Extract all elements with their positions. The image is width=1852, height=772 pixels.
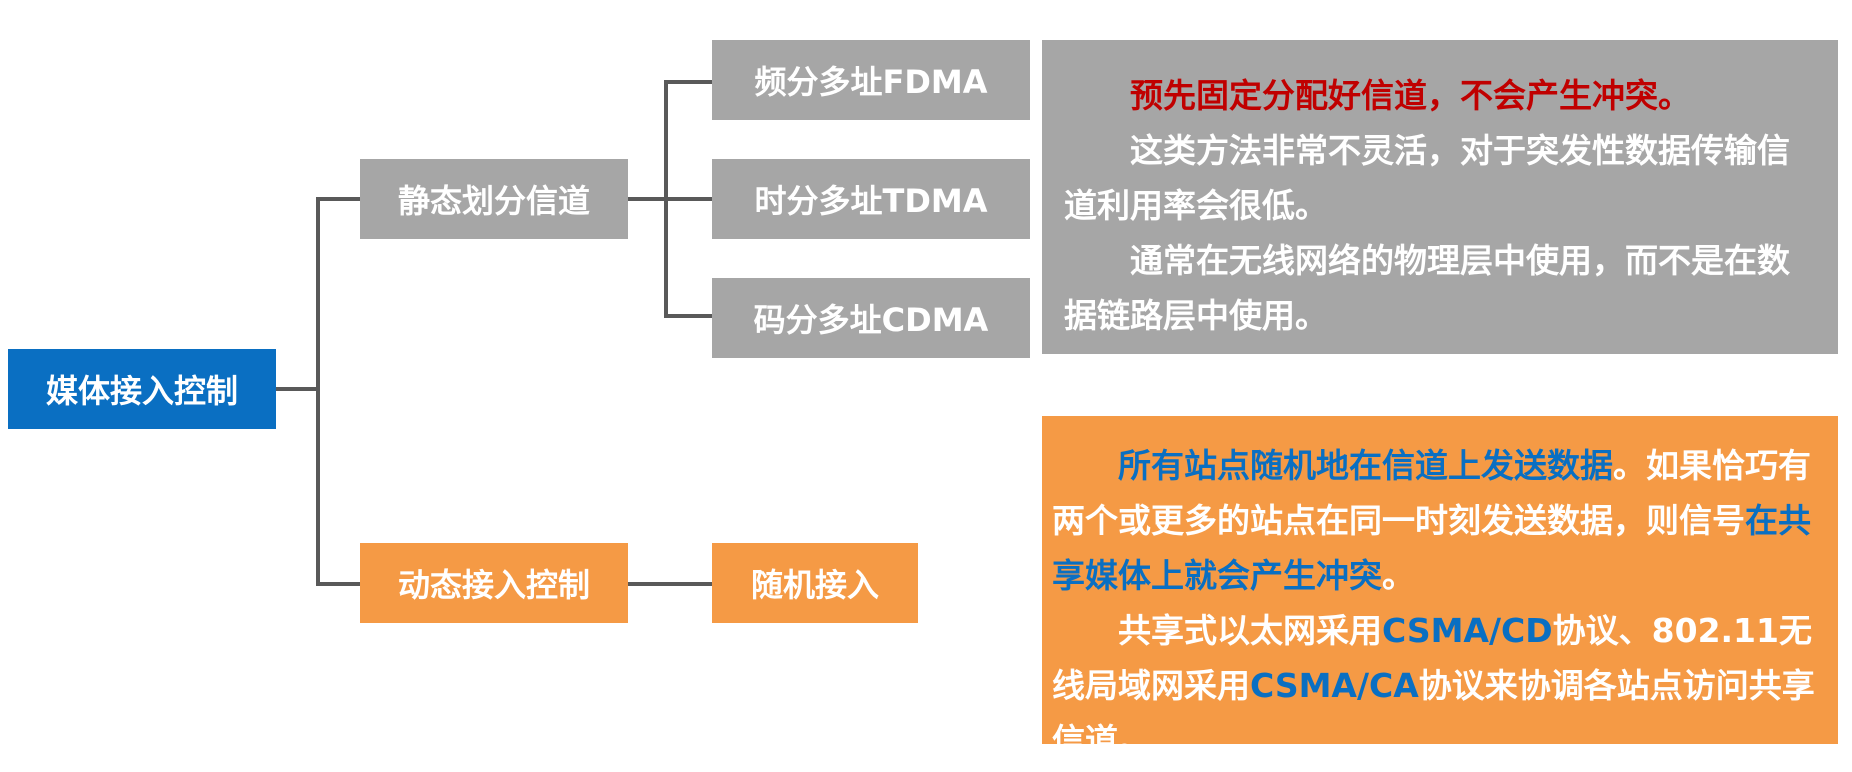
connector-root-to-static	[316, 197, 362, 201]
tdma-node: 时分多址TDMA	[712, 159, 1030, 239]
dynamic-desc-text-3: 共享式以太网采用	[1118, 611, 1382, 650]
dynamic-desc-highlight-2: 在共享媒体上就会产生冲突	[1052, 501, 1811, 595]
connector-dynamic-to-random	[628, 582, 712, 586]
static-desc-p1: 预先固定分配好信道，不会产生冲突。	[1064, 68, 1804, 123]
dynamic-desc-p2: 共享式以太网采用CSMA/CD协议、802.11无线局域网采用CSMA/CA协议…	[1052, 603, 1828, 768]
static-desc-p3: 通常在无线网络的物理层中使用，而不是在数据链路层中使用。	[1064, 241, 1790, 335]
dynamic-desc-text-2: 。	[1382, 556, 1415, 595]
dynamic-desc-text-5: 协议来协调各站点访问共享信道。	[1052, 666, 1815, 760]
connector-root-stub	[276, 387, 318, 391]
static-desc-emphasis: 预先固定分配好信道，不会产生冲突。	[1130, 76, 1691, 115]
dynamic-desc-p1: 所有站点随机地在信道上发送数据。如果恰巧有两个或更多的站点在同一时刻发送数据，则…	[1052, 438, 1828, 603]
dynamic-description-box: 所有站点随机地在信道上发送数据。如果恰巧有两个或更多的站点在同一时刻发送数据，则…	[1042, 416, 1838, 760]
connector-root-to-dynamic	[316, 582, 362, 586]
random-access-node: 随机接入	[712, 543, 918, 623]
fdma-node: 频分多址FDMA	[712, 40, 1030, 120]
static-partition-node: 静态划分信道	[360, 159, 628, 239]
dynamic-desc-text-1: 。如果恰巧有两个或更多的站点在同一时刻发送数据，则信号	[1052, 446, 1811, 540]
connector-to-fdma	[664, 80, 712, 84]
static-desc-p2: 这类方法非常不灵活，对于突发性数据传输信道利用率会很低。	[1064, 131, 1790, 225]
connector-to-tdma	[664, 197, 712, 201]
dynamic-access-node: 动态接入控制	[360, 543, 628, 623]
connector-static-stub	[628, 197, 668, 201]
csma-ca-highlight: CSMA/CA	[1250, 666, 1419, 705]
root-node: 媒体接入控制	[8, 349, 276, 429]
connector-root-trunk	[316, 197, 320, 586]
dynamic-desc-text-4: 协议、802.11无线局域网采用	[1052, 611, 1812, 705]
cdma-node: 码分多址CDMA	[712, 278, 1030, 358]
csma-cd-highlight: CSMA/CD	[1382, 611, 1553, 650]
connector-to-cdma	[664, 314, 712, 318]
static-description-box: 预先固定分配好信道，不会产生冲突。 这类方法非常不灵活，对于突发性数据传输信道利…	[1042, 40, 1838, 354]
dynamic-desc-highlight-1: 所有站点随机地在信道上发送数据	[1118, 446, 1613, 485]
